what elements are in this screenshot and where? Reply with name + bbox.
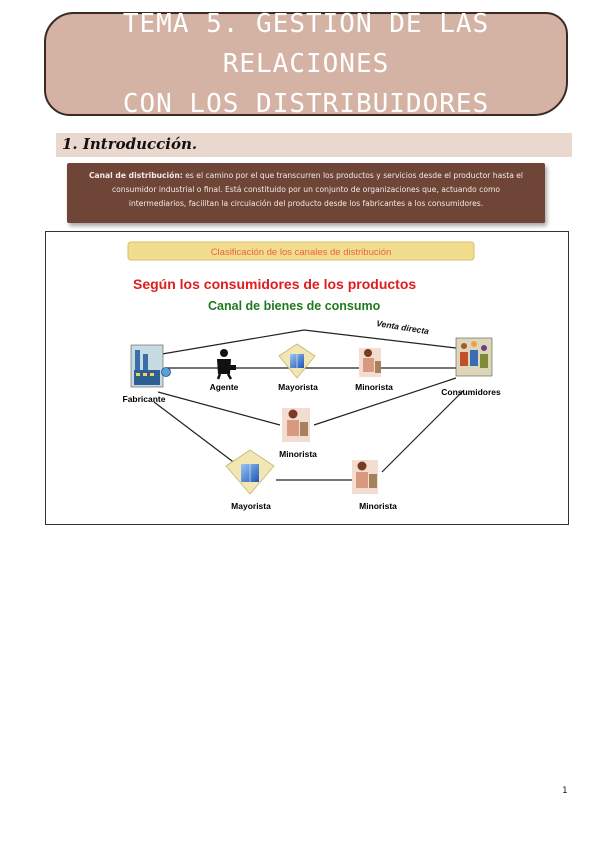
retailer-icon-2 (282, 408, 310, 442)
diagram-heading: Según los consumidores de los productos (133, 276, 416, 292)
direct-sale-label: Venta directa (376, 318, 430, 336)
title-line-1: TEMA 5. GESTIÓN DE LAS RELACIONES (122, 9, 490, 79)
title-line-2: CON LOS DISTRIBUIDORES (122, 89, 490, 119)
definition-term: Canal de distribución: (88, 171, 183, 180)
diagram-svg: Clasificación de los canales de distribu… (123, 241, 501, 511)
label-mayorista-1: Mayorista (278, 382, 318, 392)
definition-line-3: intermediarios, facilitan la circulación… (128, 199, 484, 208)
title-box: TEMA 5. GESTIÓN DE LAS RELACIONES CON LO… (44, 9, 568, 119)
section-heading: 1. Introducción. (62, 135, 198, 153)
label-minorista-2: Minorista (279, 449, 317, 459)
warehouse-icon-2 (225, 449, 275, 495)
direct-line-b (303, 329, 457, 349)
factory-icon (130, 344, 171, 388)
definition-line-1-text: es el camino por el que transcurren los … (182, 171, 524, 180)
diagram-banner (127, 241, 475, 261)
label-agente: Agente (210, 382, 239, 392)
section-bar: 1. Introducción. (56, 133, 572, 157)
line-fabricante-minorista (157, 391, 281, 426)
definition-line-2: consumidor industrial o final. Está cons… (111, 185, 501, 194)
page-number: 1 (562, 786, 568, 796)
label-minorista-3: Minorista (359, 501, 397, 511)
definition-line-1: Canal de distribución: es el camino por … (77, 169, 535, 183)
channel-lines (153, 329, 465, 481)
direct-line-a (161, 329, 305, 355)
line-minorista-consumidores-2 (381, 389, 465, 473)
label-fabricante: Fabricante (123, 394, 166, 404)
label-consumidores: Consumidores (441, 387, 501, 397)
consumers-icon (455, 337, 493, 377)
distribution-channel-diagram: Clasificación de los canales de distribu… (45, 231, 569, 525)
warehouse-icon-1 (278, 343, 316, 379)
definition-box: Canal de distribución: es el camino por … (67, 163, 545, 223)
line-fabricante-mayorista (153, 401, 237, 465)
diagram-banner-text: Clasificación de los canales de distribu… (211, 247, 392, 258)
label-mayorista-2: Mayorista (231, 501, 271, 511)
retailer-icon-1 (359, 348, 381, 377)
line-minorista-consumidores (313, 377, 457, 426)
agent-icon (216, 349, 236, 380)
retailer-icon-3 (352, 460, 378, 494)
label-minorista-1: Minorista (355, 382, 393, 392)
diagram-subheading: Canal de bienes de consumo (208, 299, 381, 313)
